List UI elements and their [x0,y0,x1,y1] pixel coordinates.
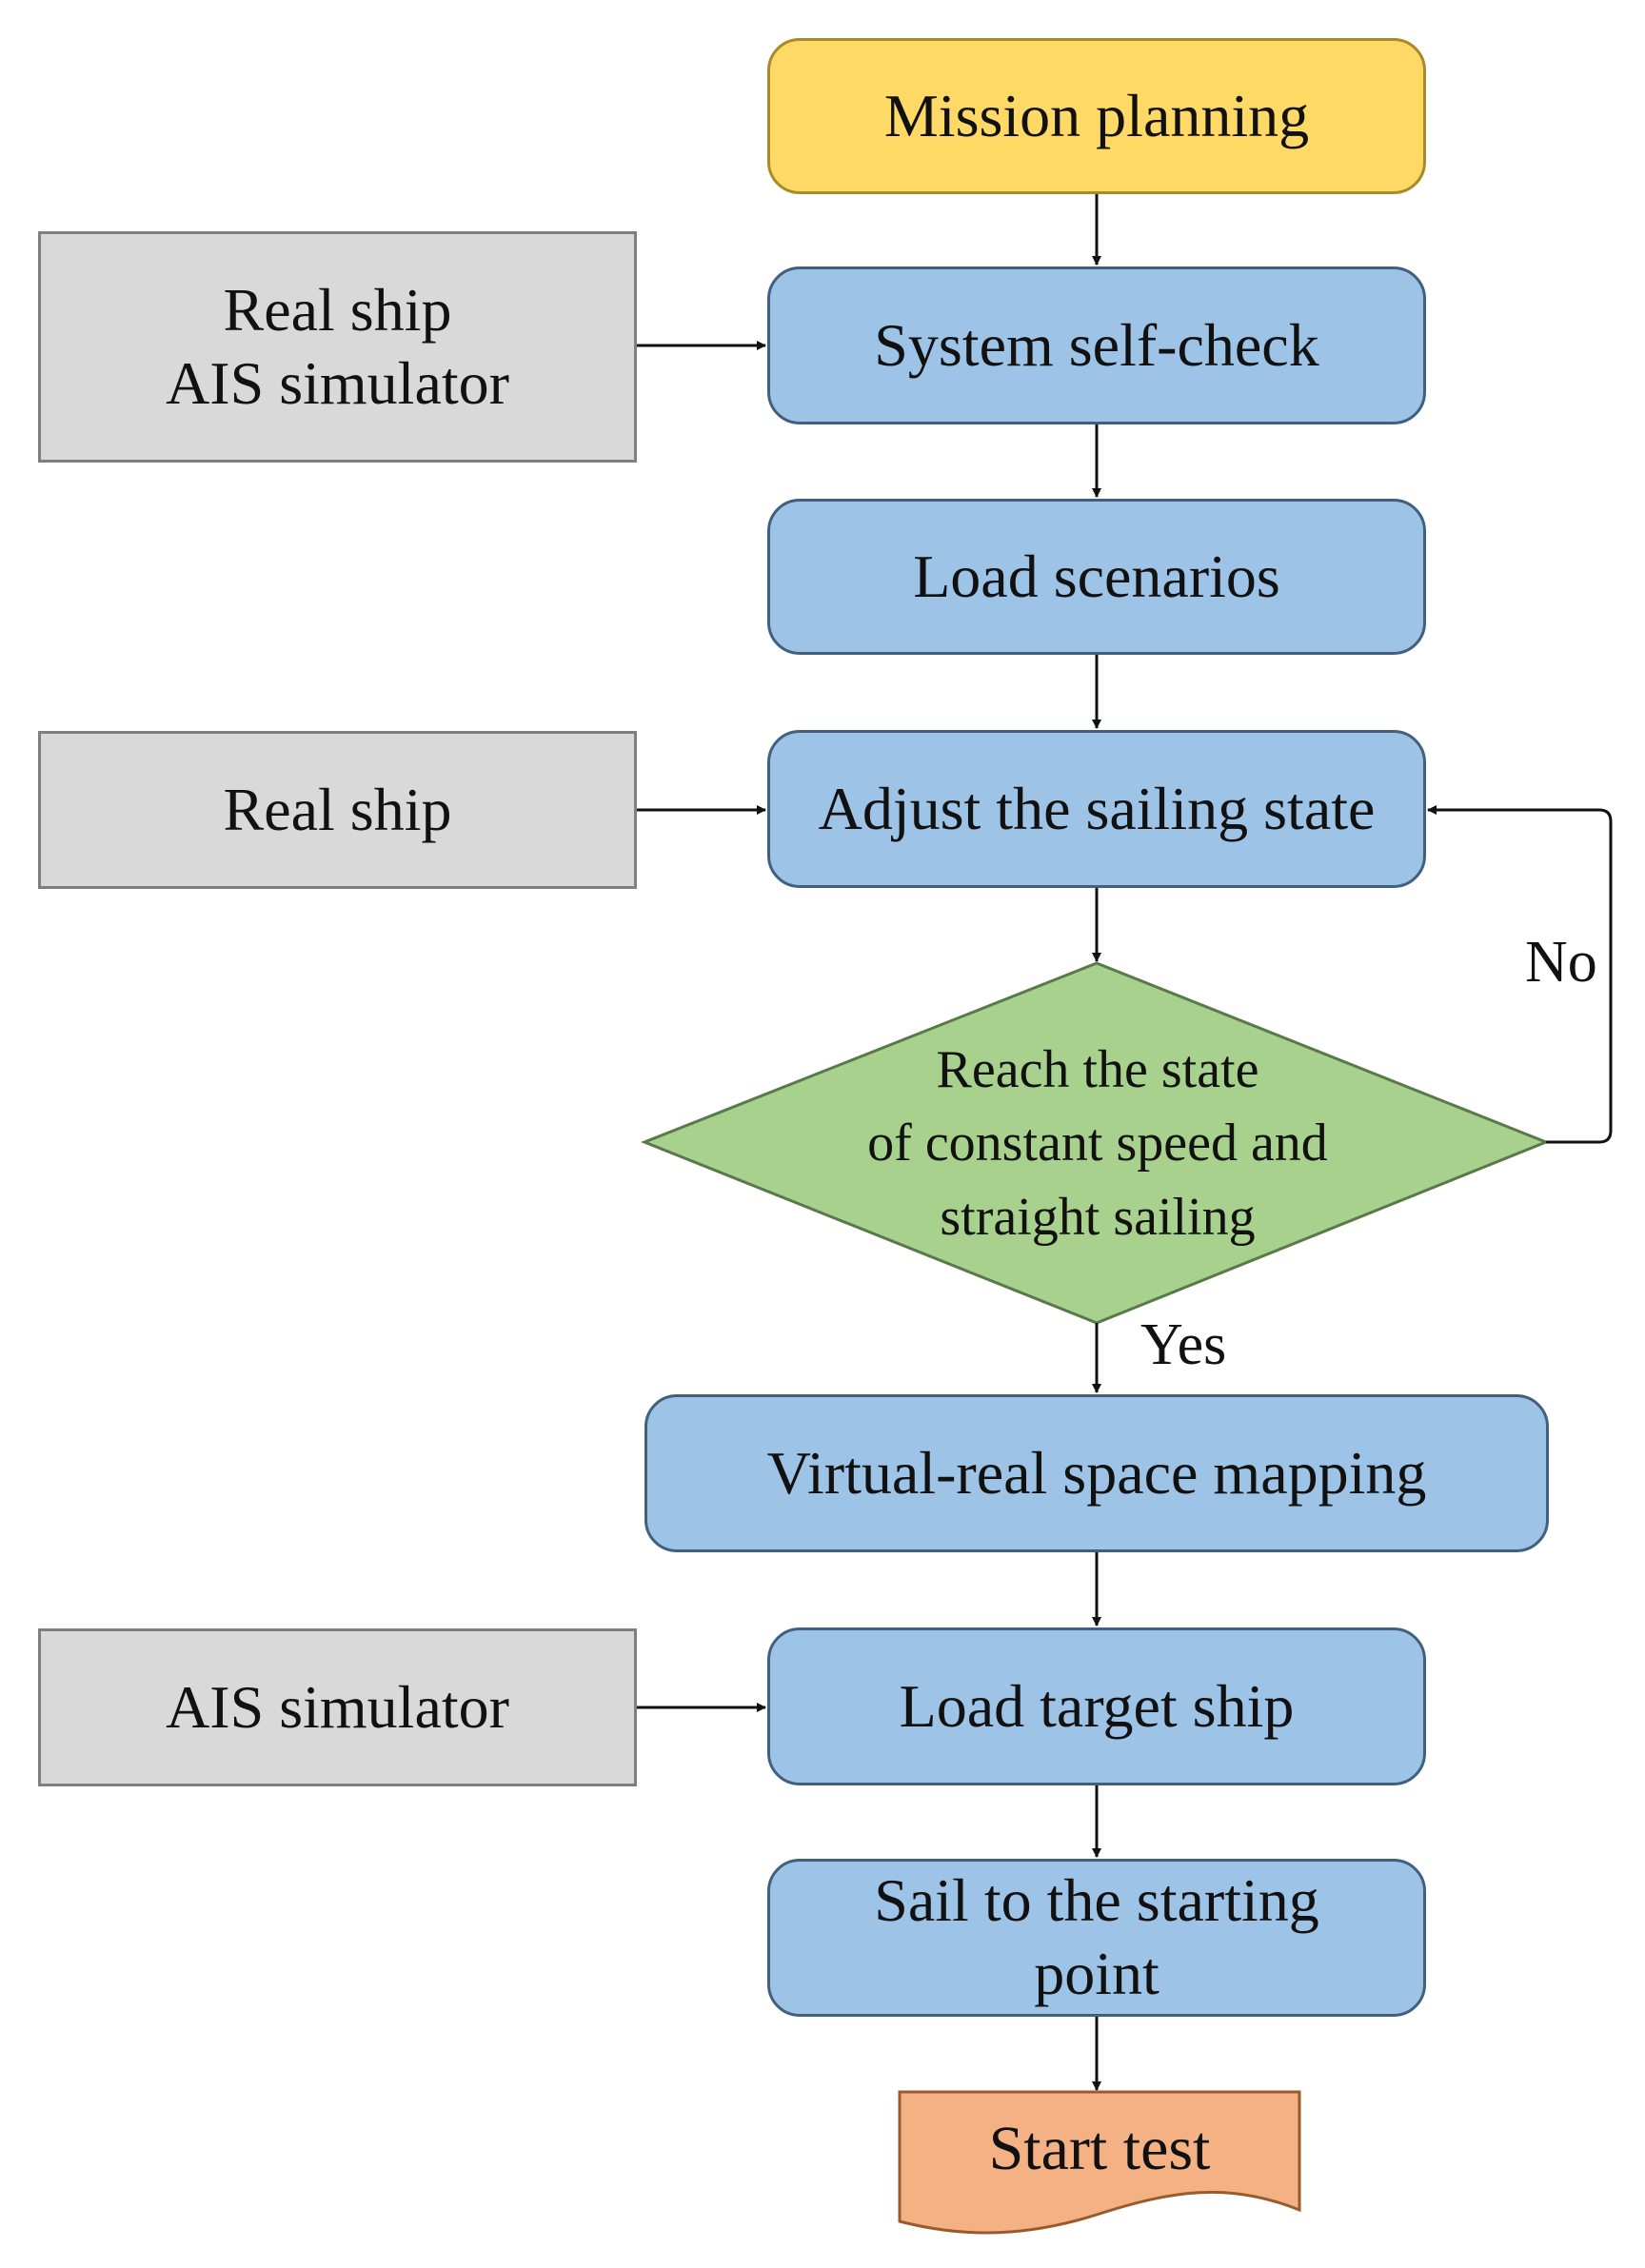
virtual-real-mapping-step: Virtual-real space mapping [644,1394,1549,1552]
decision-label-line-1: Reach the state [936,1040,1259,1100]
load-target-ship-step: Load target ship [767,1627,1426,1785]
start-test-label: Start test [988,2113,1211,2183]
load-scenarios-step: Load scenarios [767,499,1426,655]
adjust-sailing-state-step: Adjust the sailing state [767,730,1426,888]
source-bot-label: AIS simulator [166,1672,509,1741]
sail-to-start-label-line-1: Sail to the starting [874,1866,1319,1935]
source-ais-simulator: AIS simulator [38,1628,637,1786]
no-edge-label: No [1525,930,1597,995]
sail-to-start-step: Sail to the starting point [767,1859,1426,2017]
source-top-label-line-1: Real ship [223,275,452,344]
decision-label-line-3: straight sailing [940,1187,1256,1247]
source-real-ship: Real ship [38,731,637,889]
system-self-check-step: System self-check [767,266,1426,424]
mission-planning-label: Mission planning [883,81,1310,149]
adjust-sailing-state-label: Adjust the sailing state [818,774,1376,842]
decision-label: Reach the state of constant speed and st… [790,1030,1405,1258]
arrow-decision-no-loop [1427,805,1613,1144]
load-scenarios-label: Load scenarios [913,542,1280,610]
yes-edge-label: Yes [1140,1312,1227,1377]
virtual-real-mapping-label: Virtual-real space mapping [766,1438,1427,1507]
sail-to-start-label-line-2: point [1034,1940,1159,2007]
start-test-document-shape [898,2090,1301,2235]
mission-planning-terminal: Mission planning [767,38,1426,194]
decision-label-line-2: of constant speed and [867,1114,1328,1173]
source-real-ship-ais: Real ship AIS simulator [38,231,637,463]
source-top-label-line-2: AIS simulator [166,348,509,417]
source-mid-label: Real ship [223,775,452,843]
system-self-check-label: System self-check [874,310,1319,379]
load-target-ship-label: Load target ship [899,1671,1295,1740]
